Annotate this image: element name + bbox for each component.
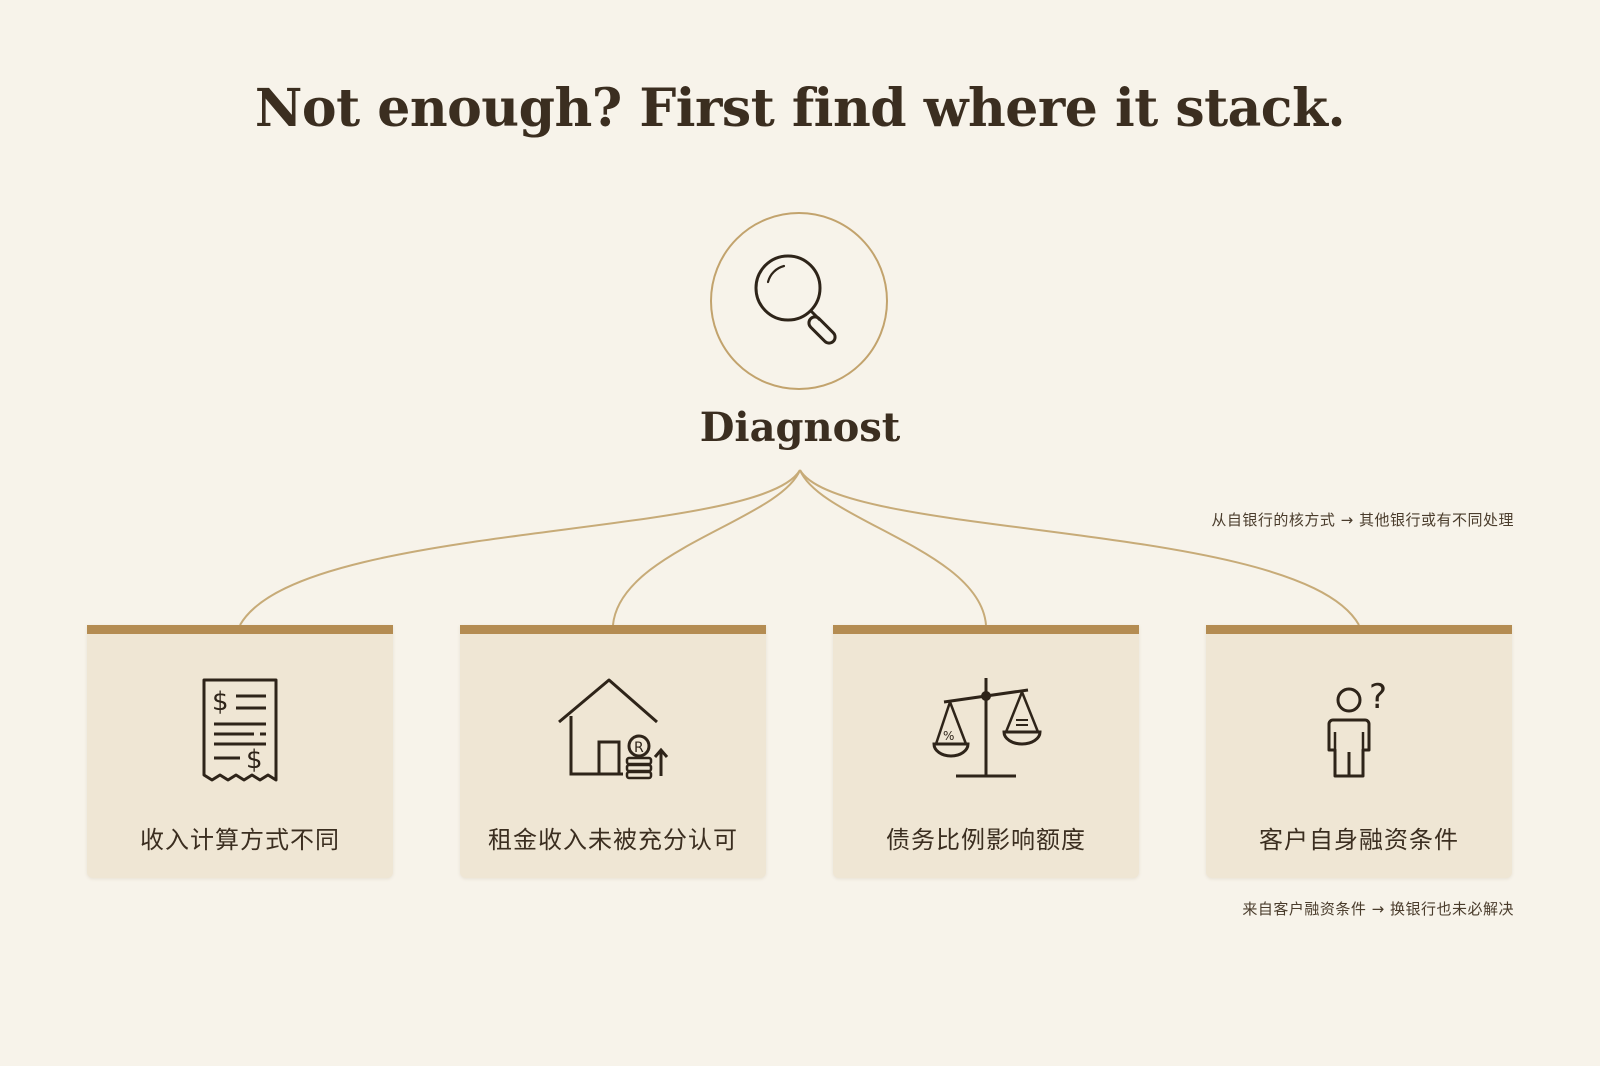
magnifier-icon: [754, 254, 837, 345]
connector-line-4: [799, 469, 1360, 626]
connector-line-2: [612, 469, 801, 626]
card-debt-ratio: % 债务比例影响额度: [833, 625, 1139, 878]
card-label: 收入计算方式不同: [140, 826, 340, 854]
note-bank-method: 从自银行的核方式 → 其他银行或有不同处理: [1211, 511, 1514, 529]
receipt-icon: $ $: [202, 678, 278, 782]
svg-text:%: %: [943, 729, 954, 743]
card-income-calculation: $ $ 收入计算方式不同: [87, 625, 393, 878]
connector-line-1: [239, 469, 801, 626]
svg-text:$: $: [246, 745, 263, 775]
hub-label: Diagnost: [699, 404, 901, 451]
card-rental-income: R 租金收入未被充分认可: [460, 625, 766, 878]
card-client-conditions: ? 客户自身融资条件: [1206, 625, 1512, 878]
balance-scale-icon: %: [932, 678, 1042, 778]
connector-line-3: [799, 469, 987, 626]
svg-text:R: R: [634, 740, 644, 756]
page-title: Not enough? First find where it stack.: [254, 78, 1346, 139]
card-label: 债务比例影响额度: [886, 826, 1086, 854]
card-label: 租金收入未被充分认可: [488, 826, 738, 854]
svg-text:$: $: [212, 687, 229, 717]
diagnose-hub-circle: [710, 212, 888, 390]
person-question-icon: ?: [1327, 677, 1387, 778]
card-label: 客户自身融资条件: [1259, 826, 1459, 854]
svg-text:?: ?: [1369, 677, 1387, 717]
house-coins-icon: R: [558, 678, 669, 780]
note-client-conditions: 来自客户融资条件 → 换银行也未必解决: [1242, 900, 1514, 918]
